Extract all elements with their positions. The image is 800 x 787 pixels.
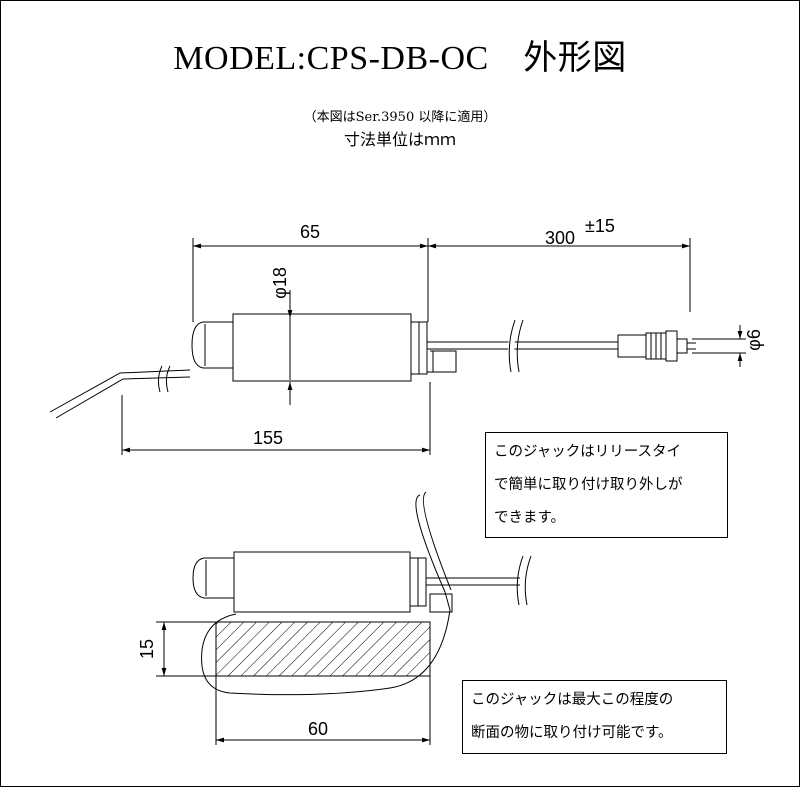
- callout-release-tie-line-3: できます。: [494, 510, 566, 526]
- units-note: 寸法単位はｍｍ: [343, 130, 456, 149]
- dim-overall-length: 155: [253, 428, 283, 448]
- callout-max-section-line-2: 断面の物に取り付け可能です。: [471, 725, 673, 741]
- applicability-note: （本図はSer.3950 以降に適用）: [303, 110, 497, 125]
- dim-cable-tolerance: ±15: [585, 216, 615, 236]
- bottom-view-jack: [156, 491, 532, 745]
- callout-release-tie-line-2: で簡単に取り付け取り外しが: [494, 477, 683, 493]
- dim-body-diameter: φ18: [270, 267, 290, 299]
- dim-mount-width: 60: [308, 719, 328, 739]
- dim-plug-diameter: φ6: [744, 329, 764, 351]
- dim-cable-length: 300: [545, 228, 575, 248]
- callout-release-tie-line-1: このジャックはリリースタイ: [494, 444, 682, 460]
- callout-release-tie: このジャックはリリースタイ で簡単に取り付け取り外しが できます。: [485, 432, 728, 538]
- dim-mount-height: 15: [137, 639, 157, 659]
- drawing-title: MODEL:CPS-DB-OC 外形図: [173, 40, 627, 77]
- callout-max-section: このジャックは最大この程度の 断面の物に取り付け可能です。: [462, 680, 727, 754]
- dim-body-length: 65: [300, 222, 320, 242]
- top-view-jack: [49, 238, 746, 455]
- callout-max-section-line-1: このジャックは最大この程度の: [471, 692, 674, 708]
